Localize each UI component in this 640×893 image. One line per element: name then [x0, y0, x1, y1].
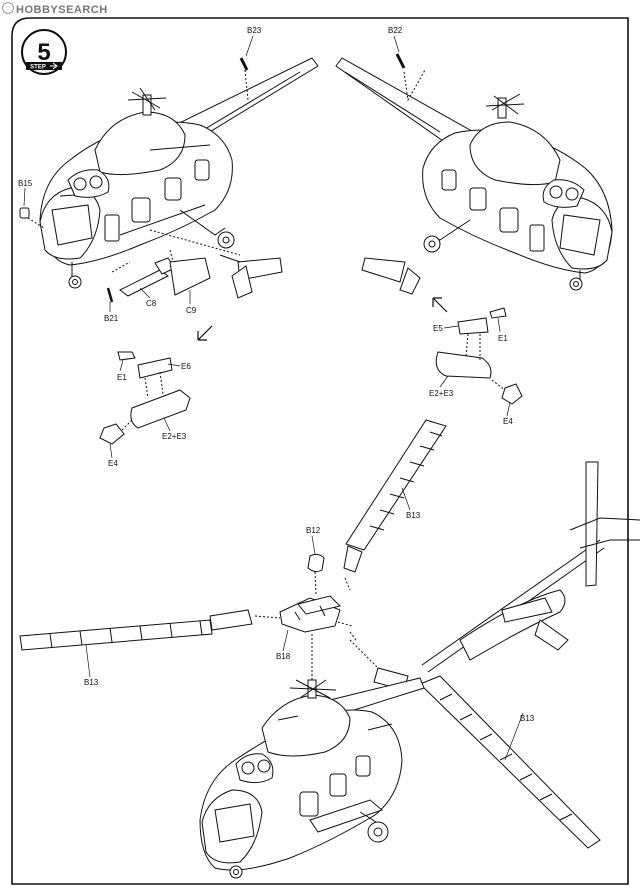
arrow-icon	[50, 62, 58, 70]
label-b23: B23	[247, 26, 262, 35]
label-e2-e3-right: E2+E3	[429, 389, 454, 398]
helicopter-bottom-view	[199, 677, 425, 879]
left-rocket-pod-subassembly	[99, 351, 191, 445]
label-b15: B15	[18, 179, 33, 188]
page-frame	[11, 17, 629, 885]
label-e1-right: E1	[498, 334, 508, 343]
guide-arrow-icon	[197, 325, 213, 341]
right-rocket-pod-subassembly	[435, 307, 523, 405]
label-b13-right: B13	[520, 714, 535, 723]
reference-blade-outline	[421, 461, 640, 673]
label-b21: B21	[104, 314, 119, 323]
label-b13-left: B13	[84, 678, 99, 687]
watermark: HOBBYSEARCH	[2, 2, 108, 16]
guide-arrow-icon	[432, 297, 448, 313]
label-e4-left: E4	[108, 459, 118, 468]
label-e1-left: E1	[117, 373, 127, 382]
label-c8: C8	[146, 299, 157, 308]
rotor-hub-assembly	[279, 553, 357, 688]
label-c9: C9	[186, 306, 197, 315]
helicopter-right-view	[335, 53, 613, 295]
helicopter-left-view	[19, 57, 319, 303]
leader-lines	[23, 35, 524, 761]
label-b18: B18	[276, 652, 291, 661]
step-word: STEP	[30, 65, 46, 71]
label-e2-e3-left: E2+E3	[162, 432, 187, 441]
label-e5: E5	[433, 324, 443, 333]
label-e4-right: E4	[503, 417, 513, 426]
rotor-blade-right	[349, 639, 601, 849]
step-number: 5	[37, 39, 50, 66]
part-labels: B23 B22 B15 B21 C8 C9 E1 E6 E2+E3 E4 E5 …	[18, 26, 535, 723]
label-e6: E6	[181, 362, 191, 371]
label-b12: B12	[306, 526, 321, 535]
watermark-logo-icon	[2, 2, 14, 14]
rotor-blade-left	[19, 609, 281, 651]
step-badge: 5 STEP	[21, 29, 67, 75]
label-b13-top: B13	[406, 511, 421, 520]
label-b22: B22	[388, 26, 403, 35]
rotor-blade-top	[343, 419, 447, 591]
